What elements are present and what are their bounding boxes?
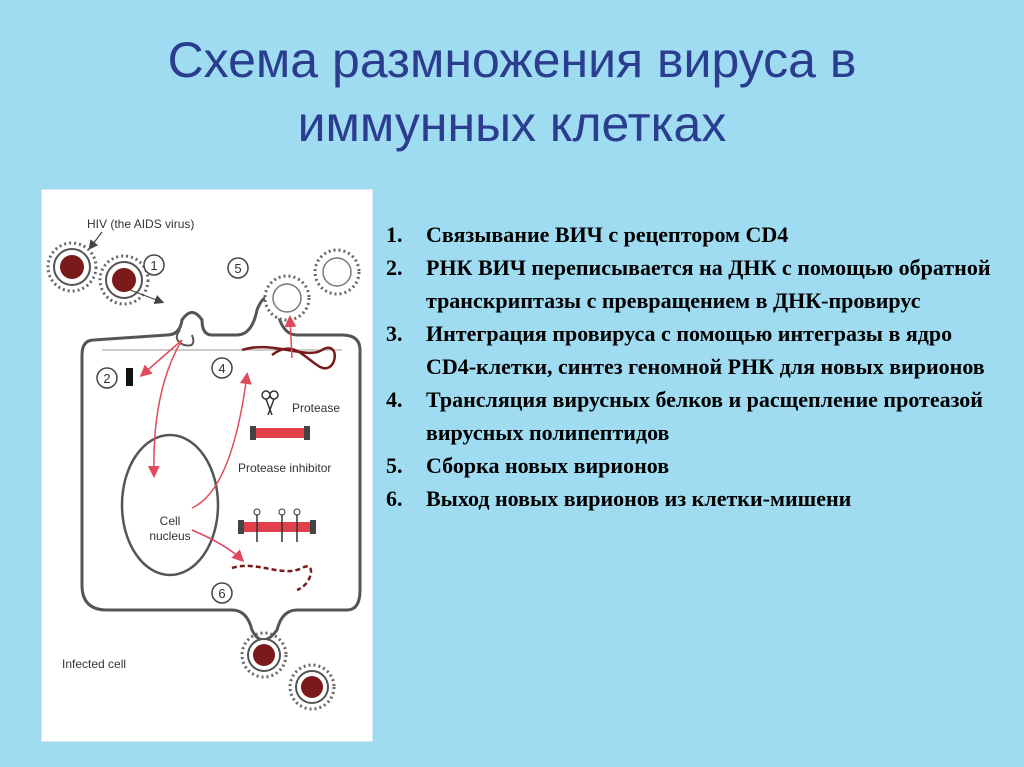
slide-title-line-2: иммунных клетках	[0, 92, 1024, 156]
hiv-lifecycle-diagram: HIV (the AIDS virus) 1	[42, 190, 372, 741]
scissors-icon	[262, 391, 278, 415]
binding-virion	[100, 256, 148, 304]
polyprotein-bar	[254, 428, 306, 438]
nucleus-label-1: Cell	[160, 514, 181, 528]
step-item-5: 5.Сборка новых вирионов	[386, 449, 1006, 482]
svg-text:4: 4	[218, 361, 225, 376]
released-virion-bottom-2	[290, 665, 334, 709]
protease-inhibitor-label: Protease inhibitor	[238, 461, 331, 475]
step-item-6: 6.Выход новых вирионов из клетки-мишени	[386, 482, 1006, 515]
infected-cell-label: Infected cell	[62, 657, 126, 671]
virus-label: HIV (the AIDS virus)	[87, 217, 194, 231]
svg-text:6: 6	[218, 586, 225, 601]
released-virion-bottom-1	[242, 633, 286, 677]
protease-label: Protease	[292, 401, 340, 415]
step-marker-1: 1	[144, 255, 164, 275]
step-marker-6: 6	[212, 583, 232, 603]
arrow-entry-to-dna	[142, 340, 182, 375]
cell-nucleus: Cell nucleus	[122, 435, 218, 575]
step-item-1: 1.Связывание ВИЧ с рецептором CD4	[386, 218, 1006, 251]
inhibited-polyprotein	[238, 509, 316, 542]
budding-virion	[265, 276, 309, 320]
hiv-lifecycle-figure: HIV (the AIDS virus) 1	[41, 189, 373, 742]
step-item-2: 2.РНК ВИЧ переписывается на ДНК с помощь…	[386, 251, 1006, 317]
slide-title-line-1: Схема размножения вируса в	[0, 28, 1024, 92]
viral-rna-strand	[232, 566, 311, 590]
arrow-to-budding	[290, 318, 292, 358]
released-virion-top	[315, 250, 359, 294]
step-item-4: 4.Трансляция вирусных белков и расщеплен…	[386, 383, 1006, 449]
step-marker-2: 2	[97, 368, 117, 388]
step-marker-4: 4	[212, 358, 232, 378]
steps-list: 1.Связывание ВИЧ с рецептором CD4 2.РНК …	[386, 218, 1006, 515]
step-item-3: 3.Интеграция провируса с помощью интегра…	[386, 317, 1006, 383]
nucleus-label-2: nucleus	[149, 529, 190, 543]
proviral-dna-block	[126, 368, 133, 386]
svg-text:5: 5	[234, 261, 241, 276]
step-marker-5: 5	[228, 258, 248, 278]
svg-text:1: 1	[150, 258, 157, 273]
virus-label-pointer	[90, 232, 102, 248]
svg-text:2: 2	[103, 371, 110, 386]
free-virion	[48, 243, 96, 291]
slide-title: Схема размножения вируса в иммунных клет…	[0, 28, 1024, 156]
